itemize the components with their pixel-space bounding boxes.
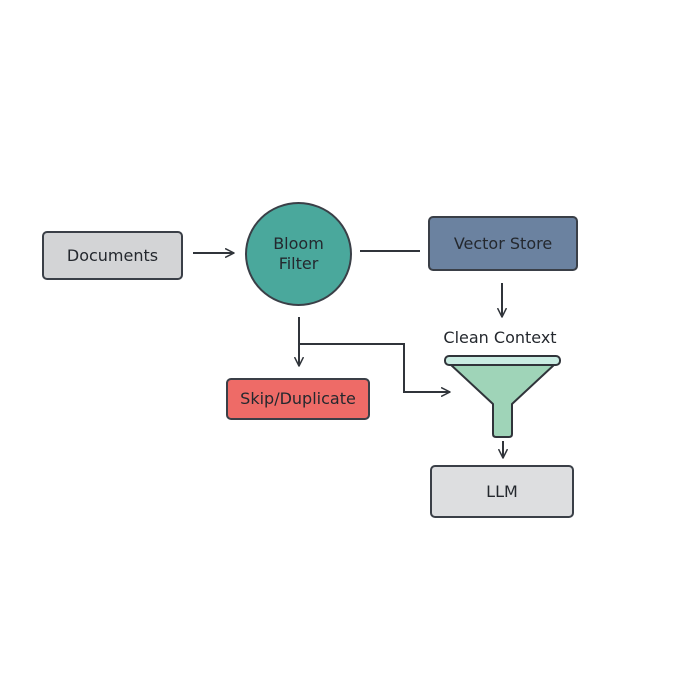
llm-label: LLM bbox=[486, 481, 518, 501]
funnel-body bbox=[449, 363, 556, 438]
funnel-icon bbox=[444, 355, 561, 438]
llm-node: LLM bbox=[430, 465, 574, 518]
edge-bloom-to-funnel bbox=[299, 343, 451, 397]
vector-store-node: Vector Store bbox=[428, 216, 578, 271]
bloom-filter-node: Bloom Filter bbox=[245, 202, 352, 306]
clean-context-label: Clean Context bbox=[443, 328, 557, 347]
documents-label: Documents bbox=[66, 245, 159, 265]
skip-duplicate-node: Skip/Duplicate bbox=[226, 378, 370, 420]
documents-node: Documents bbox=[42, 231, 183, 280]
bloom-filter-label: Bloom Filter bbox=[273, 234, 324, 273]
skip-duplicate-label: Skip/Duplicate bbox=[240, 389, 356, 408]
funnel-rim bbox=[444, 355, 561, 366]
vector-store-label: Vector Store bbox=[453, 233, 553, 253]
